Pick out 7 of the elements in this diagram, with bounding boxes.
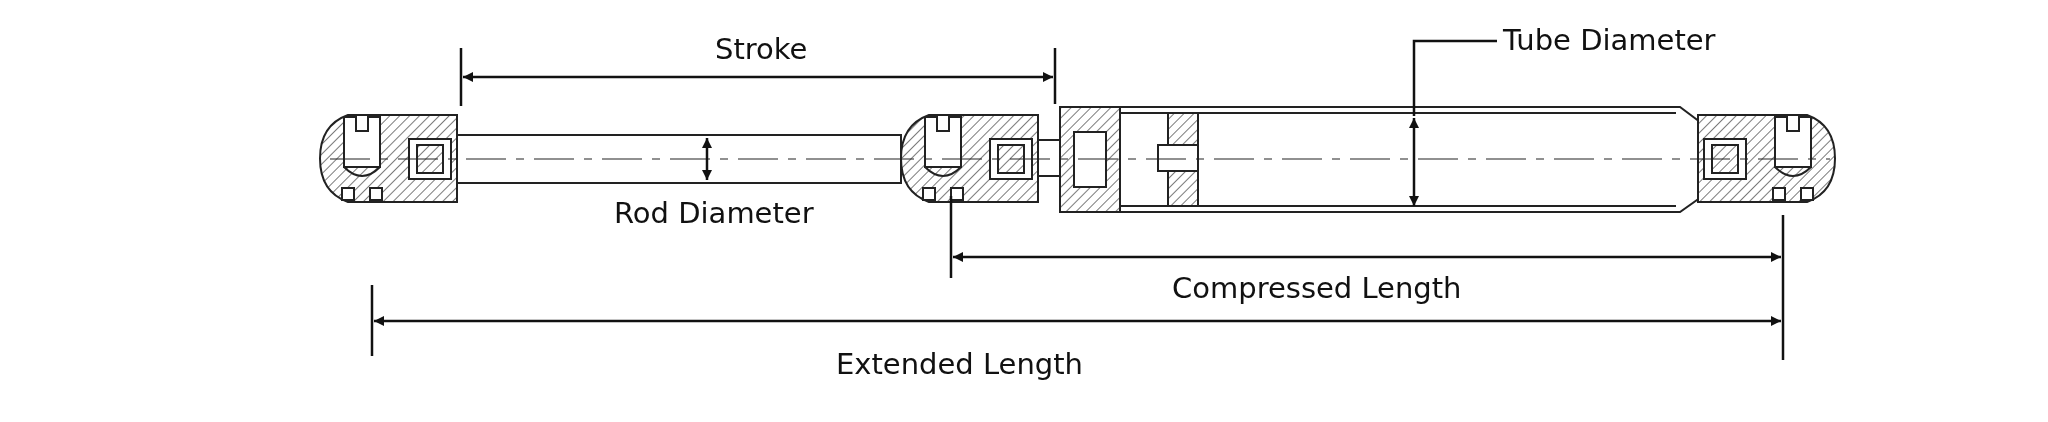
dimension-line	[1409, 118, 1419, 206]
leader-line	[1412, 39, 1497, 116]
dimension-label: Stroke	[715, 34, 808, 66]
dimension-label: Compressed Length	[1172, 273, 1462, 305]
dimension-label: Rod Diameter	[614, 198, 814, 230]
dimension-label: Extended Length	[836, 349, 1083, 381]
dimension-label: Tube Diameter	[1503, 25, 1716, 57]
